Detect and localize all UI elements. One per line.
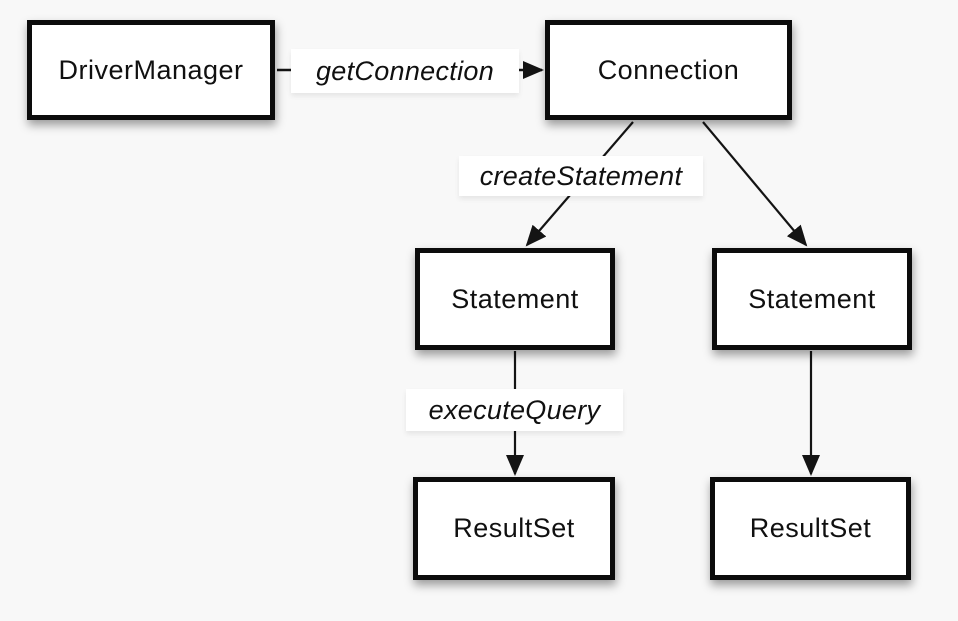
node-driver-manager: DriverManager xyxy=(27,20,275,120)
node-driver-manager-label: DriverManager xyxy=(58,54,244,85)
node-statement-left: Statement xyxy=(415,248,615,350)
edge-label-executequery: executeQuery xyxy=(406,389,623,431)
node-resultset-left: ResultSet xyxy=(413,477,615,580)
node-resultset-left-label: ResultSet xyxy=(453,513,575,543)
node-resultset-right: ResultSet xyxy=(710,477,911,580)
node-connection-label: Connection xyxy=(597,54,740,85)
node-connection: Connection xyxy=(545,20,792,120)
node-resultset-right-label: ResultSet xyxy=(749,513,872,543)
node-statement-left-label: Statement xyxy=(451,283,579,314)
node-statement-right-label: Statement xyxy=(748,283,876,314)
edge-connection-statement-right-arrow xyxy=(702,121,808,247)
node-statement-right: Statement xyxy=(712,248,912,350)
edge-label-createstatement: createStatement xyxy=(459,156,703,196)
edge-label-getconnection: getConnection xyxy=(291,49,519,93)
